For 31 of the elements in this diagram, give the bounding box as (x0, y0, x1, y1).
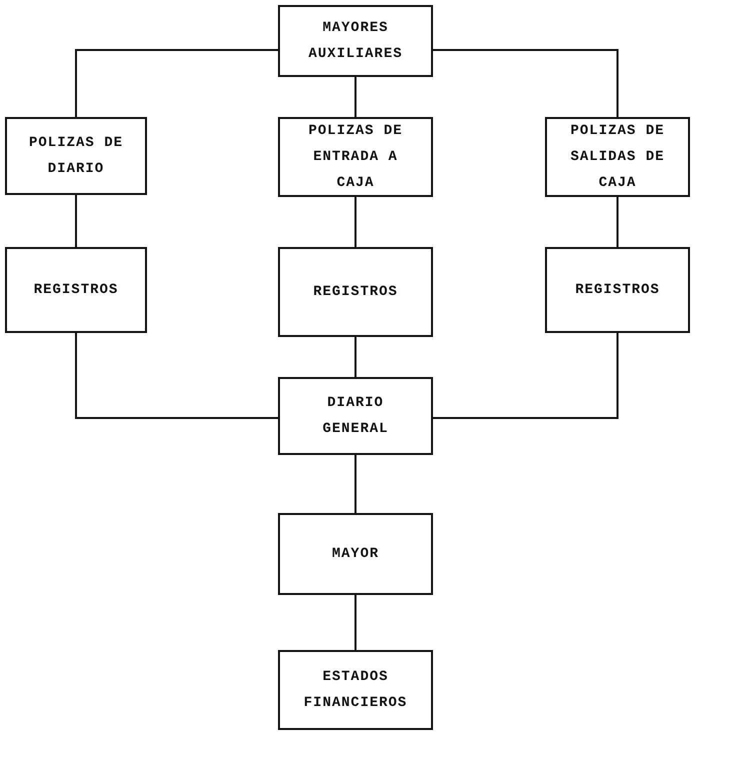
box-label: REGISTROS (575, 281, 660, 300)
connector-line (354, 77, 356, 117)
process-box (545, 117, 690, 197)
box-label: DIARIO GENERAL (322, 394, 390, 439)
connector-line (75, 195, 77, 247)
box-label: POLIZAS DE ENTRADA A CAJA (307, 122, 404, 193)
box-label: POLIZAS DE DIARIO (28, 134, 124, 179)
process-box (545, 247, 690, 333)
connector-line (75, 333, 278, 419)
process-box (5, 117, 147, 195)
box-label: REGISTROS (34, 281, 118, 300)
connector-line (354, 455, 356, 513)
connector-line (354, 337, 356, 377)
process-box (278, 513, 433, 595)
box-label: POLIZAS DE SALIDAS DE CAJA (569, 122, 666, 193)
connector-line (75, 49, 278, 117)
box-label: REGISTROS (313, 283, 398, 302)
process-box (278, 247, 433, 337)
connector-line (616, 197, 618, 247)
connector-line (354, 197, 356, 247)
process-box (278, 5, 433, 77)
process-box (278, 377, 433, 455)
connector-line (433, 49, 618, 117)
box-label: MAYORES AUXILIARES (307, 19, 404, 64)
process-box (278, 117, 433, 197)
process-box (5, 247, 147, 333)
box-label: ESTADOS FINANCIEROS (302, 668, 408, 713)
process-box (278, 650, 433, 730)
connector-line (433, 333, 618, 419)
box-label: MAYOR (332, 545, 379, 564)
connector-line (354, 595, 356, 650)
